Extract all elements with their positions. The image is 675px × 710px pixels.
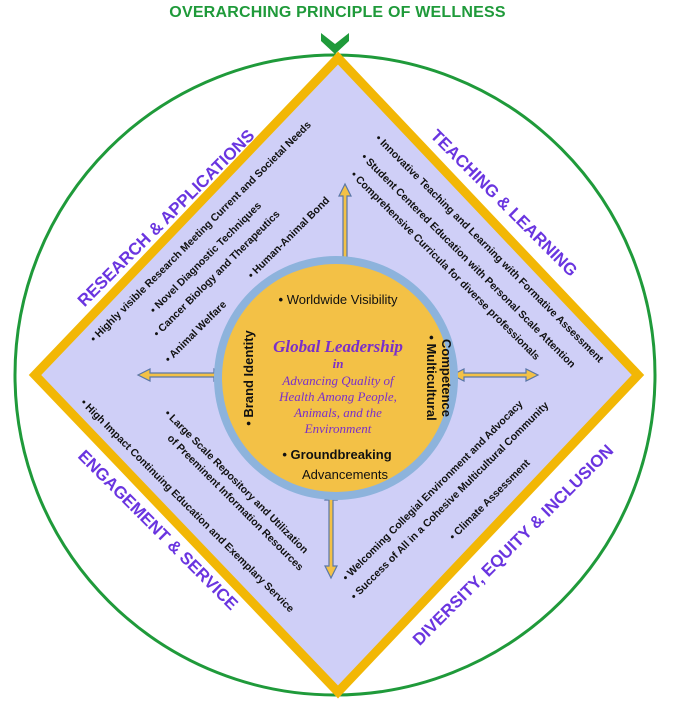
chevron-down-icon — [321, 33, 349, 54]
center-circle — [222, 264, 450, 492]
brand-identity-label: • Brand Identity — [241, 329, 256, 425]
multicultural-label: • Multicultural — [424, 335, 439, 420]
center-subtitle-line-1: Advancing Quality of — [281, 373, 396, 388]
center-in: in — [333, 356, 344, 371]
center-subtitle-line-3: Animals, and the — [293, 405, 382, 420]
center-subtitle-line-4: Environment — [304, 421, 372, 436]
worldwide-visibility-label: • Worldwide Visibility — [279, 292, 398, 307]
center-title: Global Leadership — [273, 337, 403, 356]
center-subtitle-line-2: Health Among People, — [278, 389, 397, 404]
groundbreaking-label: • Groundbreaking — [282, 447, 391, 462]
diagram-title: OVERARCHING PRINCIPLE OF WELLNESS — [169, 4, 506, 21]
connector-arrow-bottom — [324, 486, 338, 580]
advancements-label: Advancements — [302, 467, 388, 482]
connector-arrow-right — [450, 368, 540, 382]
competence-label: Competence — [439, 339, 454, 417]
